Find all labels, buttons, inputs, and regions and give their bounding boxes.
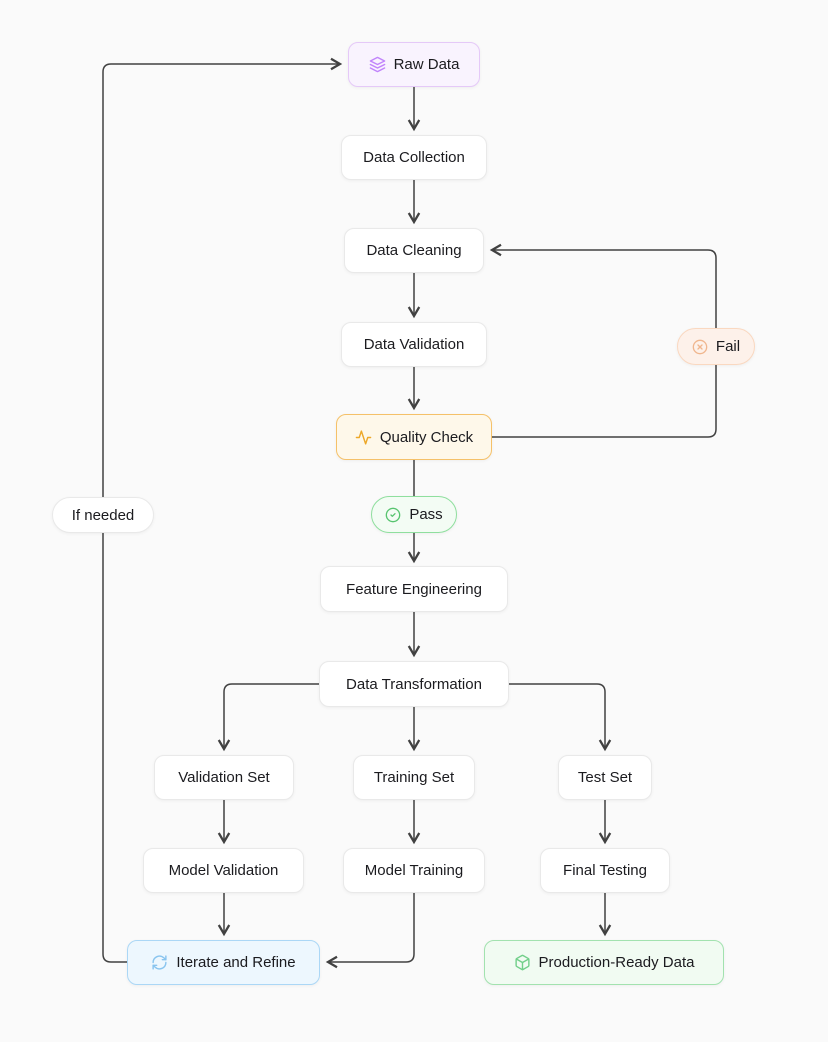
node-label: Production-Ready Data	[538, 954, 695, 971]
edge-label-if-needed[interactable]: If needed	[52, 497, 154, 533]
node-label: Training Set	[373, 769, 455, 786]
node-final-testing[interactable]: Final Testing	[540, 848, 670, 893]
node-label: Data Transformation	[346, 675, 482, 693]
node-data-cleaning[interactable]: Data Cleaning	[344, 228, 484, 273]
activity-icon	[355, 429, 372, 446]
node-quality-check[interactable]: Quality Check	[336, 414, 492, 460]
node-label: Final Testing	[563, 862, 647, 879]
edge-label-pass[interactable]: Pass	[371, 496, 457, 533]
node-data-transformation[interactable]: Data Transformation	[319, 661, 509, 707]
node-model-training[interactable]: Model Training	[343, 848, 485, 893]
edge-modeltraining-to-iterate	[325, 893, 415, 969]
node-model-validation[interactable]: Model Validation	[143, 848, 304, 893]
node-feature-engineering[interactable]: Feature Engineering	[320, 566, 508, 612]
edge-transform-to-testset	[509, 683, 612, 752]
node-label: If needed	[71, 506, 135, 524]
node-label: Quality Check	[379, 428, 474, 446]
node-iterate-and-refine[interactable]: Iterate and Refine	[127, 940, 320, 985]
node-label: Raw Data	[393, 56, 460, 73]
node-label: Feature Engineering	[346, 580, 482, 598]
node-training-set[interactable]: Training Set	[353, 755, 475, 800]
node-label: Data Validation	[363, 336, 465, 353]
edge-label-fail[interactable]: Fail	[677, 328, 755, 365]
node-test-set[interactable]: Test Set	[558, 755, 652, 800]
node-label: Model Training	[364, 862, 464, 879]
node-label: Pass	[409, 506, 443, 523]
edge-transform-to-validationset	[217, 683, 319, 752]
node-label: Model Validation	[168, 862, 279, 879]
node-data-collection[interactable]: Data Collection	[341, 135, 487, 180]
package-icon	[514, 954, 531, 971]
node-data-validation[interactable]: Data Validation	[341, 322, 487, 367]
layers-icon	[369, 56, 386, 73]
node-label: Iterate and Refine	[176, 954, 296, 971]
node-label: Data Cleaning	[366, 242, 462, 259]
check-circle-icon	[385, 507, 401, 523]
node-label: Data Collection	[363, 149, 465, 166]
node-validation-set[interactable]: Validation Set	[154, 755, 294, 800]
node-production-ready-data[interactable]: Production-Ready Data	[484, 940, 724, 985]
node-raw-data[interactable]: Raw Data	[348, 42, 480, 87]
x-circle-icon	[692, 339, 708, 355]
refresh-icon	[151, 954, 168, 971]
node-label: Fail	[715, 338, 741, 355]
node-label: Validation Set	[178, 769, 270, 786]
node-label: Test Set	[577, 769, 633, 786]
